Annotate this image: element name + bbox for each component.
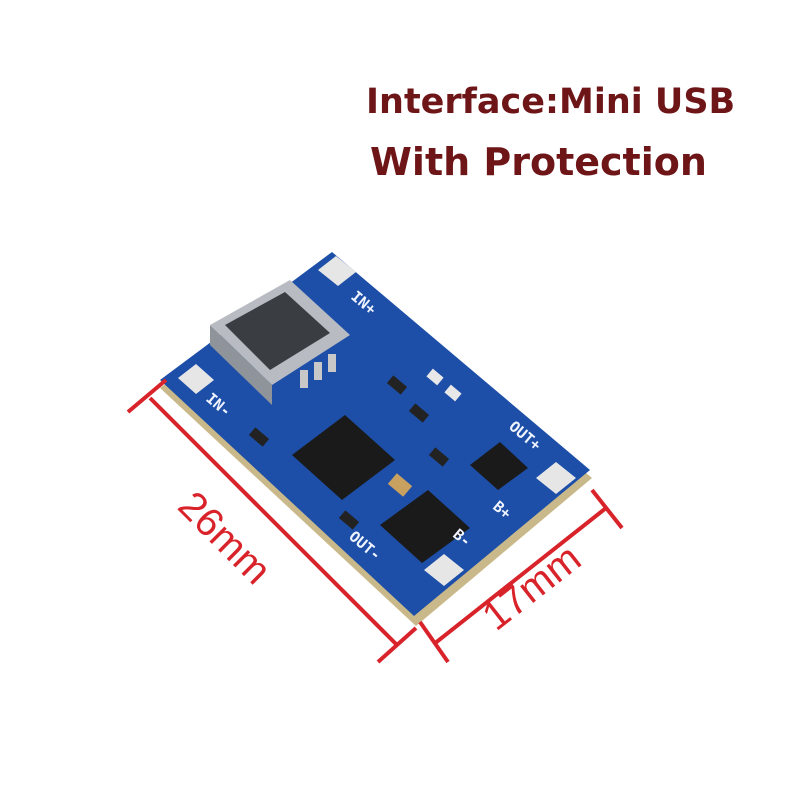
width-dimension-line (418, 488, 624, 664)
protection-heading: With Protection (370, 140, 707, 184)
corner-pads (178, 256, 576, 586)
smd-components (248, 368, 462, 530)
mosfet-ic (470, 442, 528, 490)
protection-ic (380, 490, 470, 563)
charger-ic (292, 415, 395, 500)
interface-heading: Interface:Mini USB (366, 82, 736, 122)
mini-usb-connector (210, 280, 350, 405)
length-label: 26mm (170, 483, 280, 593)
length-dimension-line (126, 378, 418, 664)
